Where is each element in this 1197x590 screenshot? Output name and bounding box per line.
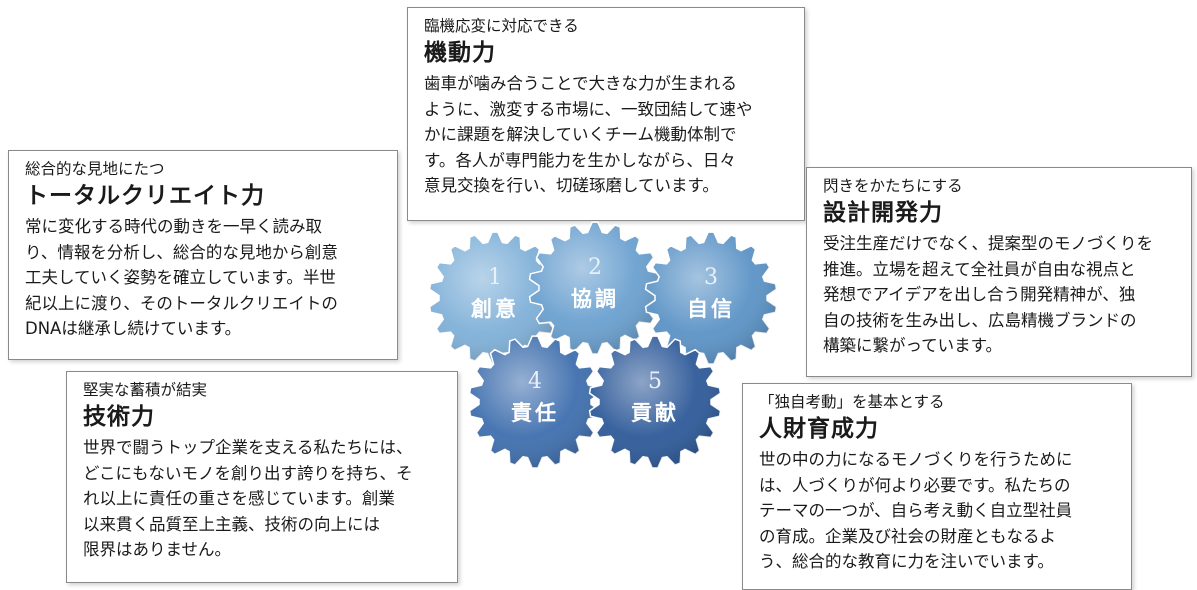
card-subtitle: 「独自考動」を基本とする bbox=[759, 393, 945, 411]
gear-4: 4 責任 bbox=[468, 335, 602, 469]
card-body-line: 限界はありません。 bbox=[83, 540, 232, 559]
card-total-create: 総合的な見地にたつ トータルクリエイト力 常に変化する時代の動きを一早く読み取 … bbox=[8, 150, 398, 360]
card-body-line: どこにもないモノを創り出す誇りを持ち、そ bbox=[83, 463, 413, 483]
card-jinzai-ikusei: 「独自考動」を基本とする 人財育成力 世の中の力になるモノづくりを行うために は… bbox=[742, 383, 1132, 590]
gear-label: 協調 bbox=[571, 287, 619, 311]
gear-number: 4 bbox=[528, 369, 542, 394]
gear-shading bbox=[469, 336, 601, 468]
card-body: 常に変化する時代の動きを一早く読み取 り、情報を分析し、総合的な見地から創意 工… bbox=[25, 214, 383, 342]
card-body-line: 自の技術を生み出し、広島精機ブランドの bbox=[823, 310, 1137, 330]
card-body-line: 歯車が噛み合うことで大きな力が生まれる bbox=[424, 74, 738, 93]
gear-shading bbox=[529, 222, 661, 354]
gear-cluster: 1 創意 2 協調 3 自信 4 責任 5 貢献 bbox=[428, 221, 778, 469]
card-title: 技術力 bbox=[83, 404, 155, 430]
card-body-line: り、情報を分析し、総合的な見地から創意 bbox=[25, 242, 338, 262]
card-body-line: DNAは継承し続けています。 bbox=[25, 319, 242, 338]
card-body-line: の育成。企業及び社会の財産ともなるよ bbox=[759, 526, 1056, 546]
gear-label: 創意 bbox=[471, 297, 519, 321]
gear-number: 5 bbox=[648, 369, 662, 394]
card-body: 受注生産だけでなく、提案型のモノづくりを 推進。立場を超えて全社員が自由な視点と… bbox=[823, 231, 1177, 359]
card-subtitle: 臨機応変に対応できる bbox=[424, 17, 579, 35]
card-body-line: 構築に繋がっています。 bbox=[823, 336, 1003, 355]
card-body-line: 工夫していく姿勢を確立しています。半世 bbox=[25, 268, 336, 287]
gear-number: 1 bbox=[488, 265, 502, 290]
card-body-line: す。各人が専門能力を生かしながら、日々 bbox=[424, 150, 736, 170]
card-subtitle: 総合的な見地にたつ bbox=[25, 160, 165, 178]
gear-label: 責任 bbox=[511, 401, 559, 425]
card-subtitle: 閃きをかたちにする bbox=[823, 177, 963, 195]
gear-2: 2 協調 bbox=[528, 221, 662, 355]
card-body-line: れ以上に責任の重さを感じています。創業 bbox=[83, 489, 395, 508]
card-body-line: 意見交換を行い、切磋琢磨しています。 bbox=[424, 176, 719, 195]
gear-shading bbox=[429, 232, 561, 364]
card-body-line: は、人づくりが何より必要です。私たちの bbox=[759, 475, 1071, 495]
card-body-line: 常に変化する時代の動きを一早く読み取 bbox=[25, 217, 322, 236]
card-body-line: 世の中の力になるモノづくりを行うために bbox=[759, 450, 1073, 469]
card-gijutsuryoku: 堅実な蓄積が結実 技術力 世界で闘うトップ企業を支える私たちには、 どこにもない… bbox=[66, 371, 458, 583]
gear-shading bbox=[589, 336, 721, 468]
card-sekkei-kaihatsu: 閃きをかたちにする 設計開発力 受注生産だけでなく、提案型のモノづくりを 推進。… bbox=[806, 167, 1192, 377]
card-title: 人財育成力 bbox=[759, 416, 879, 442]
card-title: 設計開発力 bbox=[823, 200, 943, 226]
gear-label: 貢献 bbox=[631, 401, 679, 425]
card-body-line: う、総合的な教育に力を注いでいます。 bbox=[759, 552, 1054, 571]
gear-shading bbox=[645, 232, 777, 364]
card-body-line: かに課題を解決していくチーム機動体制で bbox=[424, 125, 737, 144]
card-body: 世界で闘うトップ企業を支える私たちには、 どこにもないモノを創り出す誇りを持ち、… bbox=[83, 435, 443, 563]
card-kidouryoku: 臨機応変に対応できる 機動力 歯車が噛み合うことで大きな力が生まれる ように、激… bbox=[407, 7, 805, 221]
card-title: 機動力 bbox=[424, 40, 496, 66]
card-subtitle: 堅実な蓄積が結実 bbox=[83, 381, 208, 399]
card-title: トータルクリエイト力 bbox=[25, 183, 265, 209]
gear-number: 3 bbox=[704, 265, 718, 290]
card-body-line: 以来貫く品質至上主義、技術の向上には bbox=[83, 514, 380, 534]
gear-3: 3 自信 bbox=[644, 231, 778, 365]
card-body-line: ように、激変する市場に、一致団結して速や bbox=[424, 99, 753, 119]
card-body: 歯車が噛み合うことで大きな力が生まれる ように、激変する市場に、一致団結して速や… bbox=[424, 71, 790, 199]
card-body-line: 紀以上に渡り、そのトータルクリエイトの bbox=[25, 293, 338, 313]
card-body-line: 発想でアイデアを出し合う開発精神が、独 bbox=[823, 285, 1136, 304]
card-body-line: 推進。立場を超えて全社員が自由な視点と bbox=[823, 259, 1136, 279]
card-body-line: 受注生産だけでなく、提案型のモノづくりを bbox=[823, 234, 1153, 253]
card-body-line: テーマの一つが、自ら考え動く自立型社員 bbox=[759, 501, 1073, 520]
card-body: 世の中の力になるモノづくりを行うために は、人づくりが何より必要です。私たちの … bbox=[759, 447, 1117, 575]
gear-number: 2 bbox=[588, 255, 602, 280]
gear-5: 5 貢献 bbox=[588, 335, 722, 469]
gear-1: 1 創意 bbox=[428, 231, 562, 365]
card-body-line: 世界で闘うトップ企業を支える私たちには、 bbox=[83, 438, 413, 457]
gear-label: 自信 bbox=[687, 297, 735, 321]
